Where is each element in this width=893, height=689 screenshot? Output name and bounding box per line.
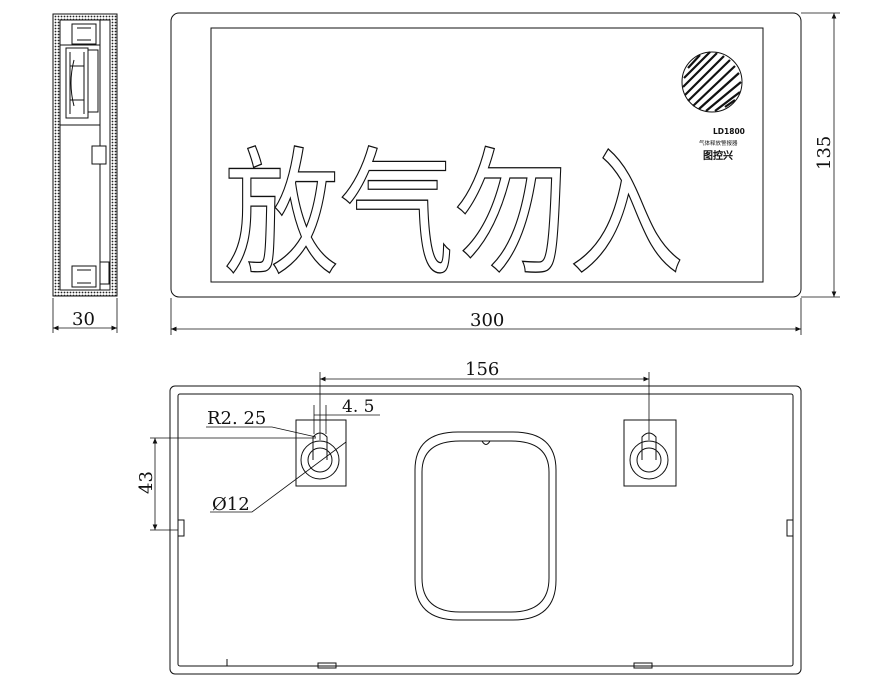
panel-text: 放气勿入 xyxy=(224,134,684,295)
slot-width-dimension xyxy=(313,405,380,434)
depth-dimension xyxy=(52,298,118,333)
side-view xyxy=(52,13,118,297)
diameter-leader xyxy=(210,441,347,513)
hole-spacing-dimension xyxy=(319,372,650,440)
hole-spacing-label: 156 xyxy=(465,359,499,380)
diameter-label: Ø12 xyxy=(212,494,250,515)
width-label: 300 xyxy=(470,310,504,331)
mounting-keyhole-right xyxy=(623,419,677,487)
width-dimension xyxy=(170,298,802,335)
depth-label: 30 xyxy=(72,309,95,330)
height-dimension xyxy=(801,12,840,298)
radius-label: R2. 25 xyxy=(207,408,266,429)
offset-dimension xyxy=(150,437,316,531)
offset-label: 43 xyxy=(136,471,157,494)
speaker-grille-icon xyxy=(681,51,743,113)
radius-leader xyxy=(206,426,317,438)
front-view xyxy=(170,12,802,298)
slot-width-label: 4. 5 xyxy=(342,397,374,417)
mounting-keyhole-left xyxy=(295,419,347,487)
model-label: LD1800 xyxy=(713,127,745,136)
brand-label: 图控兴 xyxy=(703,149,733,162)
rear-view xyxy=(169,385,802,675)
product-subtitle: 气体释放警报器 xyxy=(699,139,738,147)
height-label: 135 xyxy=(814,136,835,170)
